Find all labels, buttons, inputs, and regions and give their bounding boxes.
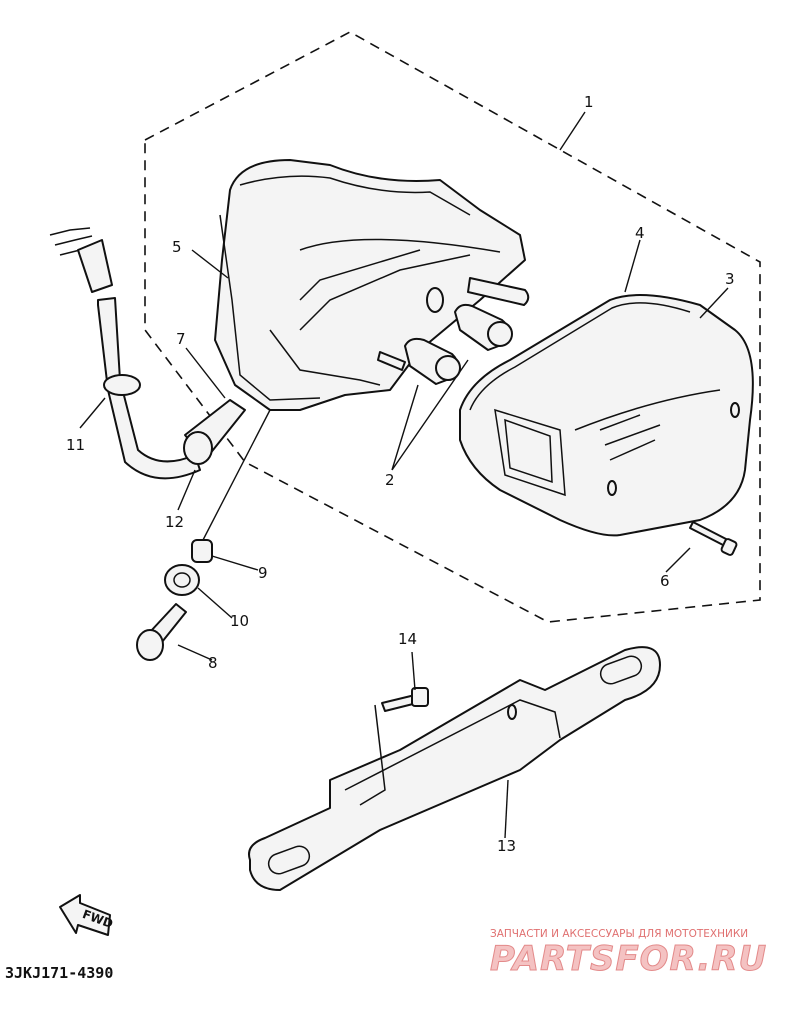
callout-2: 2 xyxy=(385,471,395,489)
callout-10: 10 xyxy=(230,612,249,630)
callout-11: 11 xyxy=(66,436,85,454)
diagram-id: 3JKJ171-4390 xyxy=(5,964,113,982)
watermark-logo: PARTSFOR.RU xyxy=(490,939,767,979)
callout-4: 4 xyxy=(635,224,645,242)
callout-3: 3 xyxy=(725,270,735,288)
leader-lines xyxy=(79,111,729,839)
assembly-boundary xyxy=(144,31,761,623)
callout-5: 5 xyxy=(172,238,182,256)
callout-6: 6 xyxy=(660,572,670,590)
callout-8: 8 xyxy=(208,654,218,672)
callout-7: 7 xyxy=(176,330,186,348)
bulb-set xyxy=(377,277,530,385)
tail-lamp-housing xyxy=(214,159,526,411)
watermark-caption: ЗАПЧАСТИ И АКСЕССУАРЫ ДЛЯ МОТОТЕХНИКИ xyxy=(490,928,748,940)
callout-12: 12 xyxy=(165,513,184,531)
wire-harness xyxy=(49,227,246,480)
callout-14: 14 xyxy=(398,630,417,648)
lens-and-gasket xyxy=(459,294,754,537)
callout-13: 13 xyxy=(497,837,516,855)
license-bracket xyxy=(248,646,661,891)
callout-1: 1 xyxy=(584,93,594,111)
forward-arrow-icon xyxy=(59,894,111,936)
mount-hardware xyxy=(136,539,213,661)
screw-6 xyxy=(689,521,738,556)
callout-9: 9 xyxy=(258,564,268,582)
